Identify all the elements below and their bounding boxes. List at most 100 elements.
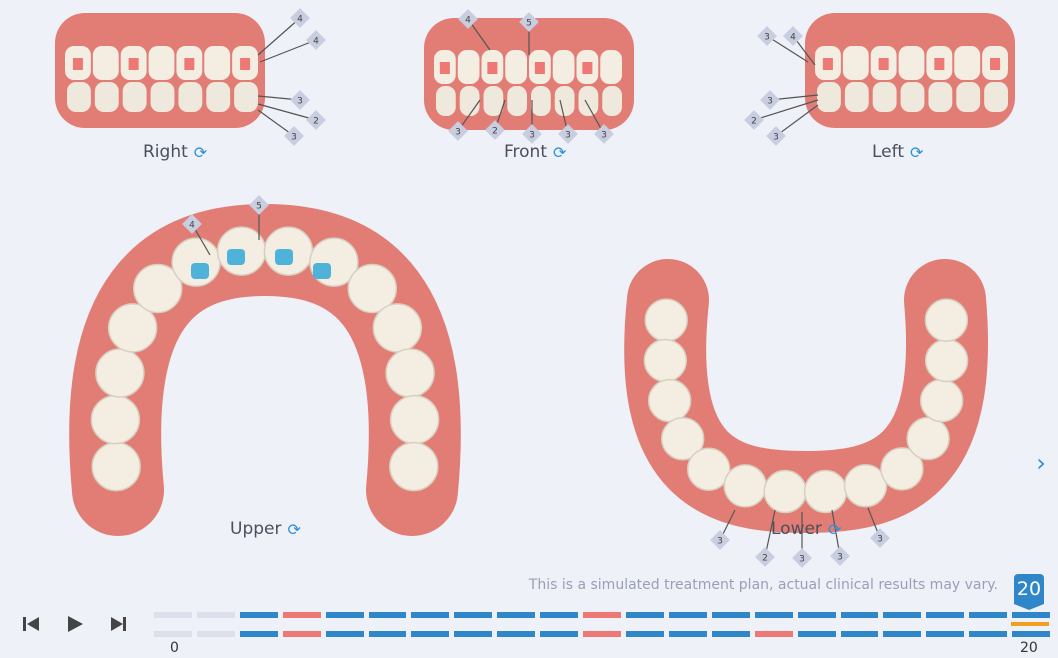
tooth[interactable]	[389, 394, 440, 445]
tooth[interactable]	[347, 263, 398, 314]
stage-segment-14[interactable]	[754, 631, 793, 637]
stage-segment-19[interactable]	[969, 631, 1008, 637]
stage-segment-16[interactable]	[840, 631, 879, 637]
tooth[interactable]	[919, 378, 964, 423]
tooth[interactable]	[843, 463, 888, 508]
stage-segment-5[interactable]	[368, 612, 407, 618]
tooth[interactable]	[644, 298, 688, 342]
stage-segment-6[interactable]	[411, 612, 450, 618]
stage-segment-7[interactable]	[454, 631, 493, 637]
stage-segment-15[interactable]	[797, 612, 836, 618]
tooth[interactable]	[906, 416, 950, 461]
stage-segment-15[interactable]	[797, 631, 836, 637]
movement-marker[interactable]	[485, 120, 505, 140]
stage-segment-2[interactable]	[239, 631, 278, 637]
tooth[interactable]	[880, 447, 924, 491]
movement-marker[interactable]	[284, 126, 304, 146]
right-view-model[interactable]	[50, 8, 310, 138]
stage-segment-17[interactable]	[883, 612, 922, 618]
stage-segment-4[interactable]	[325, 612, 364, 618]
stage-segment-8[interactable]	[497, 631, 536, 637]
stage-segment-1[interactable]	[196, 631, 235, 637]
stage-segment-9[interactable]	[540, 631, 579, 637]
tooth	[204, 46, 231, 80]
stage-segment-3[interactable]	[282, 612, 321, 618]
stage-segment-11[interactable]	[625, 612, 664, 618]
stage-segment-12[interactable]	[668, 631, 707, 637]
stage-segment-4[interactable]	[325, 631, 364, 637]
front-view-model[interactable]	[422, 12, 642, 142]
movement-marker[interactable]	[249, 195, 269, 215]
stage-segment-18[interactable]	[926, 631, 965, 637]
view-left-button[interactable]: Left⟳	[872, 142, 923, 162]
tooth[interactable]	[763, 469, 807, 514]
stage-segment-13[interactable]	[711, 631, 750, 637]
stage-segment-0[interactable]	[154, 631, 192, 637]
marker-label: 4	[465, 16, 471, 26]
tooth[interactable]	[803, 469, 848, 514]
tooth[interactable]	[91, 441, 141, 492]
movement-marker[interactable]	[710, 530, 730, 550]
stage-segment-12[interactable]	[668, 612, 707, 618]
attachment	[240, 58, 251, 70]
movement-marker[interactable]	[792, 548, 812, 568]
left-view-model[interactable]	[760, 8, 1030, 138]
tooth[interactable]	[385, 348, 435, 398]
next-view-chevron-icon[interactable]: ›	[1036, 449, 1046, 477]
stage-segment-9[interactable]	[540, 612, 579, 618]
tooth[interactable]	[132, 263, 183, 314]
current-stage-badge[interactable]: 20	[1014, 574, 1044, 610]
stage-segment-19[interactable]	[969, 612, 1008, 618]
view-front-button[interactable]: Front⟳	[504, 142, 566, 162]
tooth[interactable]	[90, 394, 141, 445]
tooth[interactable]	[643, 338, 688, 383]
tooth[interactable]	[389, 441, 439, 492]
movement-marker[interactable]	[306, 30, 326, 50]
stage-segment-7[interactable]	[454, 612, 493, 618]
stage-segment-1[interactable]	[196, 612, 235, 618]
stage-segment-2[interactable]	[239, 612, 278, 618]
stage-segment-11[interactable]	[625, 631, 664, 637]
lower-stage-track[interactable]	[154, 631, 1051, 637]
view-upper-button[interactable]: Upper⟳	[230, 519, 301, 539]
stage-segment-20[interactable]	[1012, 612, 1051, 618]
tooth[interactable]	[647, 378, 692, 423]
stage-segment-20[interactable]	[1012, 631, 1051, 637]
tooth[interactable]	[723, 464, 767, 508]
stage-segment-10[interactable]	[583, 631, 621, 637]
stage-segment-18[interactable]	[926, 612, 965, 618]
stage-segment-6[interactable]	[411, 631, 450, 637]
tooth[interactable]	[686, 447, 731, 491]
tooth[interactable]	[660, 416, 705, 461]
view-right-button[interactable]: Right⟳	[143, 142, 207, 162]
movement-marker[interactable]	[830, 546, 850, 566]
movement-marker[interactable]	[182, 214, 202, 234]
movement-marker[interactable]	[306, 110, 326, 130]
tooth[interactable]	[372, 303, 423, 353]
stage-segment-0[interactable]	[154, 612, 192, 618]
stage-segment-13[interactable]	[711, 612, 750, 618]
movement-marker[interactable]	[448, 121, 468, 141]
tooth[interactable]	[107, 303, 158, 353]
movement-marker[interactable]	[290, 8, 310, 28]
movement-marker[interactable]	[458, 9, 478, 29]
movement-marker[interactable]	[755, 547, 775, 567]
view-lower-button[interactable]: Lower⟳	[771, 519, 841, 539]
stage-segment-16[interactable]	[840, 612, 879, 618]
skip-to-start-icon[interactable]	[20, 612, 44, 636]
stage-segment-5[interactable]	[368, 631, 407, 637]
stage-segment-14[interactable]	[754, 612, 793, 618]
play-icon[interactable]	[63, 612, 87, 636]
stage-segment-10[interactable]	[583, 612, 621, 618]
tooth[interactable]	[924, 298, 969, 342]
skip-to-end-icon[interactable]	[106, 612, 130, 636]
tooth[interactable]	[924, 338, 969, 383]
movement-marker[interactable]	[290, 90, 310, 110]
movement-marker[interactable]	[870, 528, 890, 548]
stage-segment-3[interactable]	[282, 631, 321, 637]
stage-segment-8[interactable]	[497, 612, 536, 618]
upper-stage-track[interactable]	[154, 612, 1051, 618]
tooth[interactable]	[95, 348, 145, 398]
stage-segment-17[interactable]	[883, 631, 922, 637]
